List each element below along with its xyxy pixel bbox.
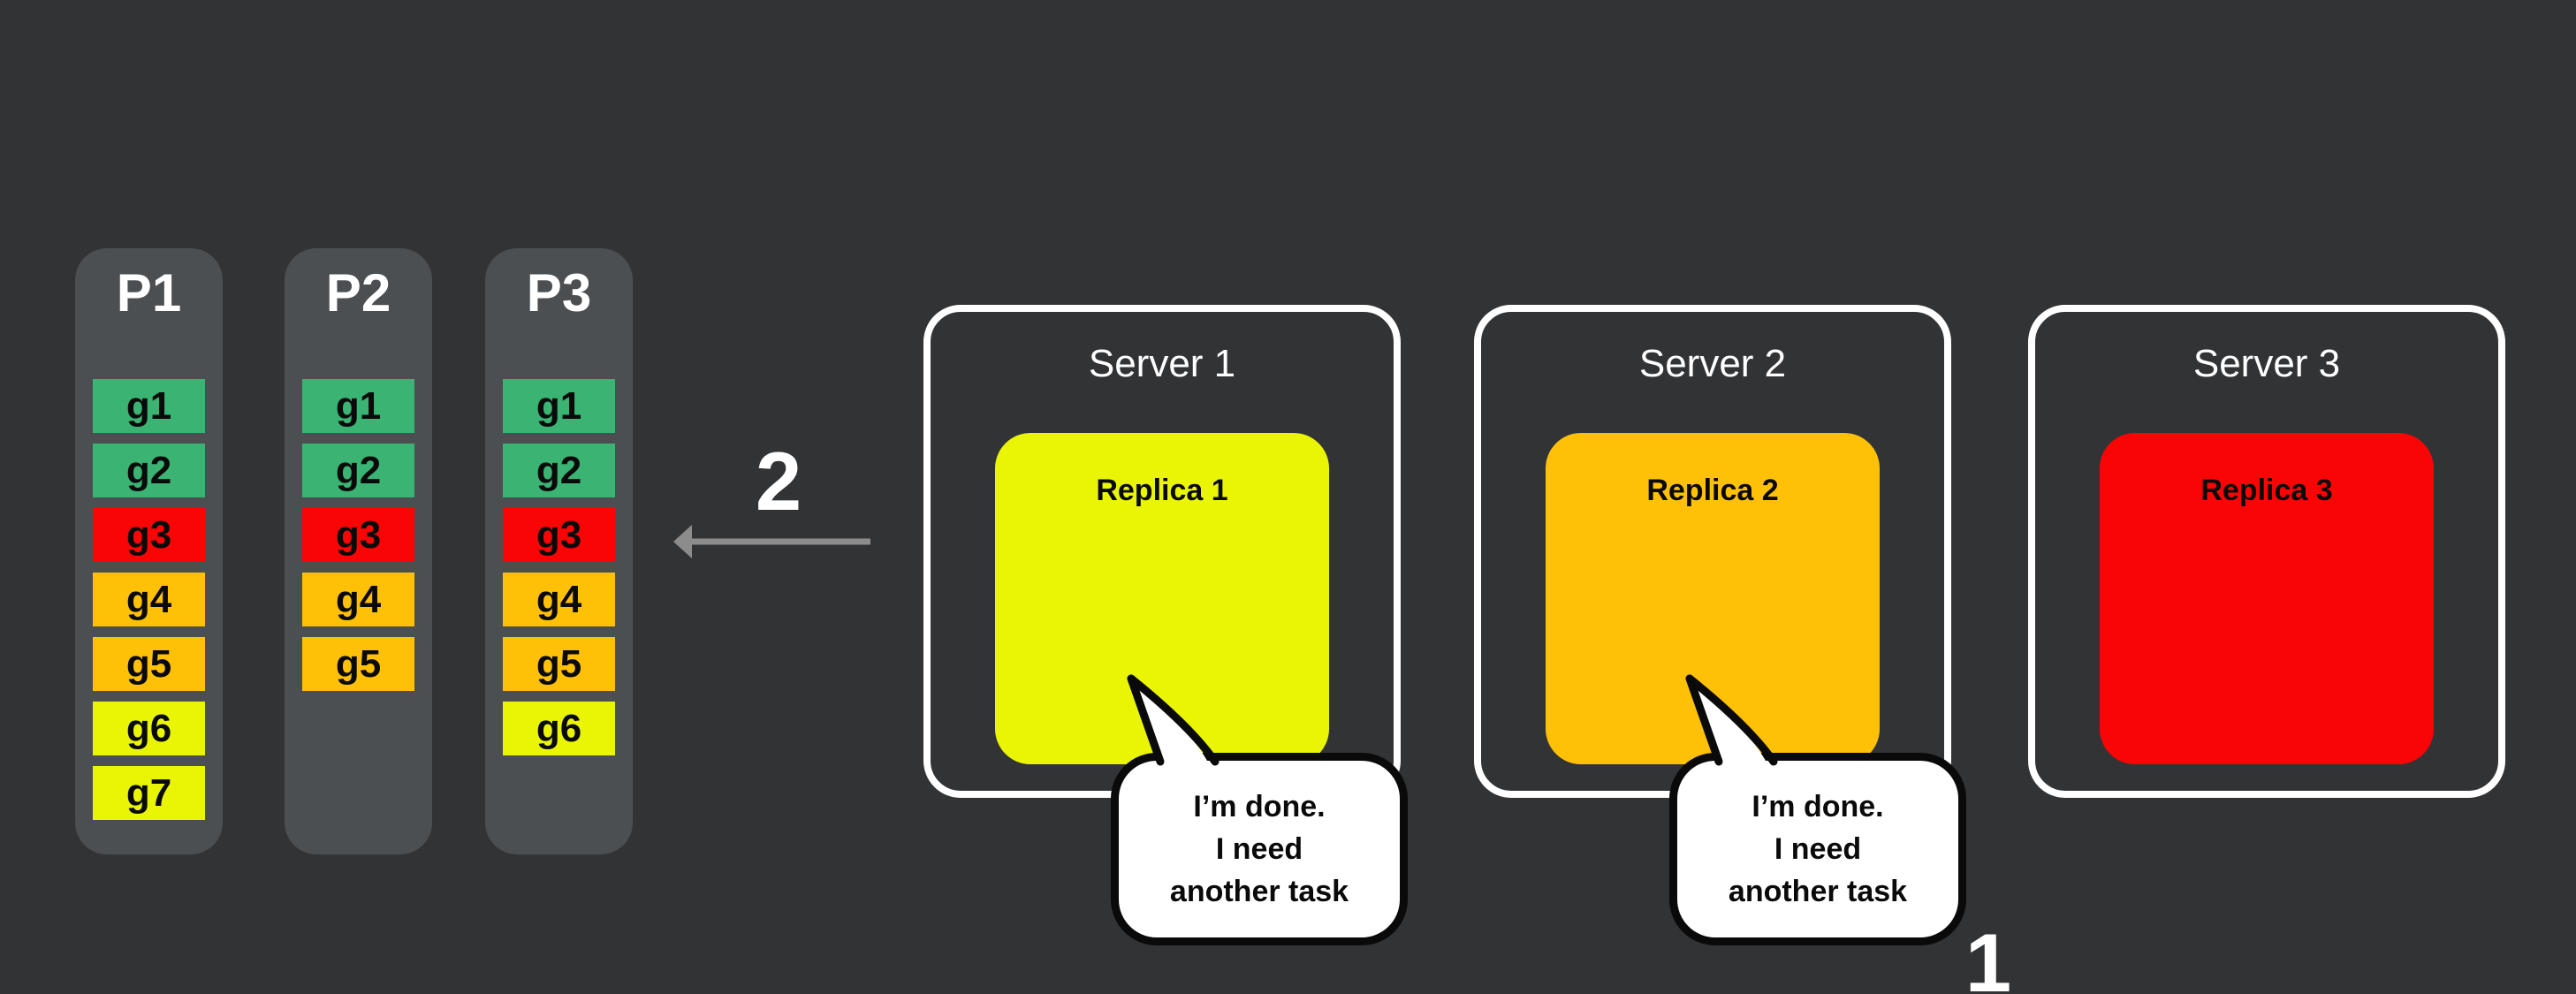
speech-bubble-line: another task bbox=[1169, 875, 1349, 908]
server-label: Server 2 bbox=[1638, 342, 1787, 385]
partition-label: P3 bbox=[526, 263, 592, 322]
partition-label: P1 bbox=[116, 263, 182, 322]
replica-label: Replica 1 bbox=[1096, 474, 1228, 507]
replica-label: Replica 2 bbox=[1646, 474, 1779, 507]
replica-box: Replica 3 bbox=[2100, 433, 2434, 764]
task-cell: g4 bbox=[93, 573, 205, 626]
task-cell: g2 bbox=[503, 444, 615, 497]
task-cell: g6 bbox=[93, 702, 205, 755]
partition-label: P2 bbox=[325, 263, 391, 322]
speech-bubble: I’m done. I need another task bbox=[1111, 753, 1408, 945]
task-cell: g5 bbox=[503, 637, 615, 691]
task-cell: g3 bbox=[302, 508, 414, 562]
arrow-head bbox=[673, 525, 692, 558]
speech-bubble: I’m done. I need another task bbox=[1669, 753, 1966, 945]
server-box: Server 3 Replica 3 bbox=[2028, 305, 2505, 798]
replica-box: Replica 1 bbox=[995, 433, 1329, 764]
task-cell: g4 bbox=[503, 573, 615, 626]
replica-box: Replica 2 bbox=[1546, 433, 1880, 764]
task-cell: g2 bbox=[302, 444, 414, 497]
speech-bubble-line: another task bbox=[1728, 875, 1908, 908]
partition-task-list: g1 g2 g3 g4 g5 bbox=[302, 379, 414, 691]
task-cell: g1 bbox=[302, 379, 414, 433]
bottom-step-number: 1 bbox=[1964, 916, 2012, 994]
arrow-step-number: 2 bbox=[755, 435, 802, 527]
speech-bubble-line: I need bbox=[1774, 832, 1862, 866]
partition-task-list: g1 g2 g3 g4 g5 g6 g7 bbox=[93, 379, 205, 820]
task-cell: g3 bbox=[503, 508, 615, 562]
task-cell: g3 bbox=[93, 508, 205, 562]
partition-column: P2 g1 g2 g3 g4 g5 bbox=[285, 248, 432, 854]
server-box: Server 2 Replica 2 bbox=[1474, 305, 1951, 798]
server-box: Server 1 Replica 1 bbox=[923, 305, 1401, 798]
task-cell: g5 bbox=[302, 637, 414, 691]
task-cell: g7 bbox=[93, 766, 205, 820]
task-cell: g4 bbox=[302, 573, 414, 626]
speech-bubble-line: I’m done. bbox=[1752, 790, 1884, 823]
task-cell: g5 bbox=[93, 637, 205, 691]
replica-label: Replica 3 bbox=[2200, 474, 2333, 507]
server-label: Server 1 bbox=[1088, 342, 1236, 385]
task-cell: g1 bbox=[503, 379, 615, 433]
task-cell: g6 bbox=[503, 702, 615, 755]
speech-bubble-line: I’m done. bbox=[1193, 790, 1326, 823]
speech-bubble-line: I need bbox=[1215, 832, 1303, 866]
task-cell: g2 bbox=[93, 444, 205, 497]
partition-task-list: g1 g2 g3 g4 g5 g6 bbox=[503, 379, 615, 755]
server-label: Server 3 bbox=[2192, 342, 2341, 385]
partition-column: P3 g1 g2 g3 g4 g5 g6 bbox=[485, 248, 633, 854]
partition-column: P1 g1 g2 g3 g4 g5 g6 g7 bbox=[75, 248, 223, 854]
task-cell: g1 bbox=[93, 379, 205, 433]
